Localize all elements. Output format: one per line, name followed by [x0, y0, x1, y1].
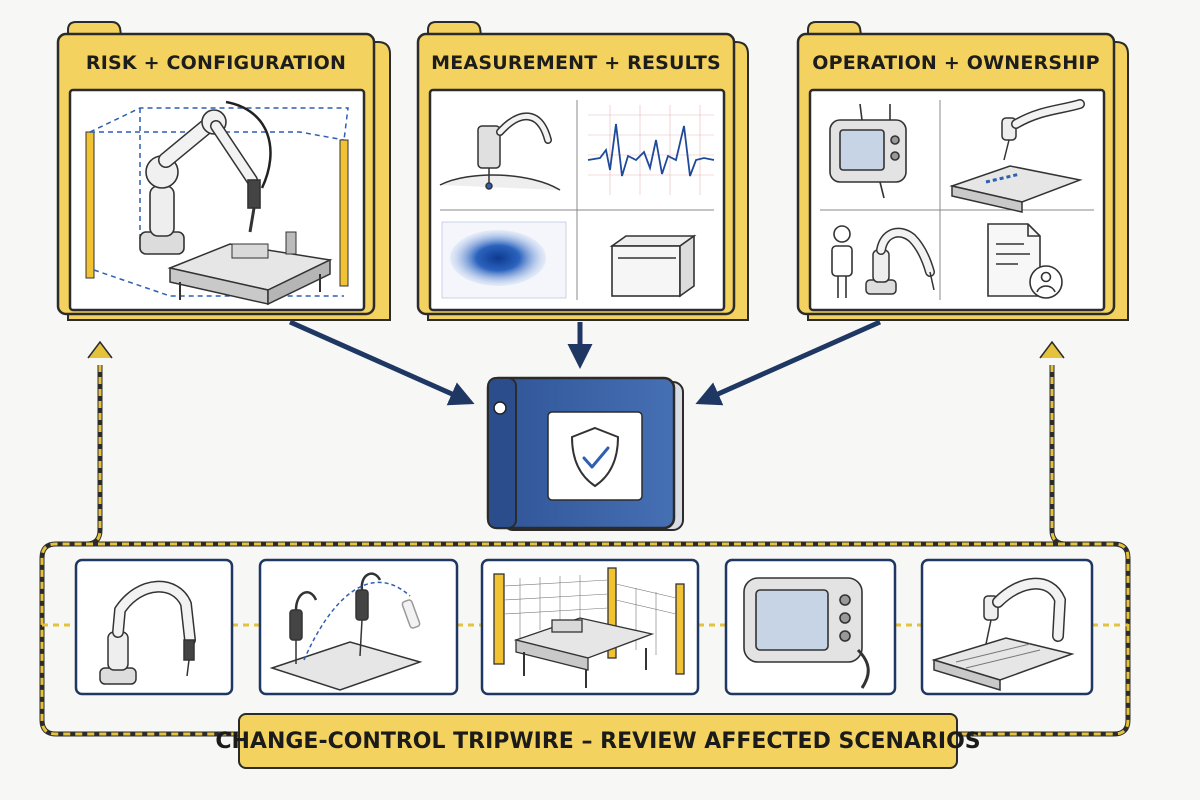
scenario-card-fenced-cell	[480, 558, 700, 696]
folder-title-risk-configuration: RISK + CONFIGURATION	[85, 52, 347, 74]
safety-zone-outline	[89, 107, 349, 297]
cobot-icon	[865, 227, 935, 295]
folder-risk-configuration	[56, 21, 391, 321]
folder-title-operation-ownership: OPERATION + OWNERSHIP	[812, 52, 1100, 74]
teach-pendant-icon	[829, 103, 907, 199]
arrow-risk-to-binder	[288, 319, 475, 406]
scenario-card-robot-table	[920, 558, 1094, 696]
heatmap-icon	[441, 221, 567, 299]
scenario-card-cobot	[74, 558, 234, 696]
tripwire-loop	[39, 340, 1131, 737]
file-box-icon	[609, 234, 697, 298]
scenario-card-pendant	[724, 558, 897, 696]
scenario-card-sensors	[258, 558, 459, 696]
sensor-probes-icon	[269, 572, 423, 691]
robot-arm-icon	[139, 100, 272, 255]
welding-table-icon	[167, 231, 333, 306]
light-curtain-left-icon	[85, 131, 95, 279]
tripwire-banner: CHANGE-CONTROL TRIPWIRE – REVIEW AFFECTE…	[215, 713, 981, 769]
waveform-chart-icon	[587, 105, 715, 195]
document-owner-icon	[987, 223, 1063, 299]
cobot-arm-icon	[99, 580, 196, 685]
operator-person-icon	[831, 225, 853, 298]
fenced-cell-icon	[493, 567, 685, 688]
light-curtain-right-icon	[339, 139, 349, 287]
tripwire-arrowhead-left	[87, 340, 113, 359]
folder-title-measurement-results: MEASUREMENT + RESULTS	[431, 52, 721, 74]
measurement-probe-icon	[439, 112, 561, 191]
shield-check-icon	[570, 426, 620, 488]
arrow-operation-to-binder	[695, 319, 882, 406]
pendant-device-icon	[743, 577, 870, 689]
folder-operation-ownership	[796, 21, 1129, 321]
flow-arrows	[288, 319, 882, 406]
robot-table-icon	[949, 99, 1085, 213]
tripwire-arrowhead-right	[1039, 340, 1065, 359]
folder-measurement-results	[416, 21, 749, 321]
binder-icon	[486, 376, 684, 531]
robot-over-table-icon	[931, 577, 1075, 692]
